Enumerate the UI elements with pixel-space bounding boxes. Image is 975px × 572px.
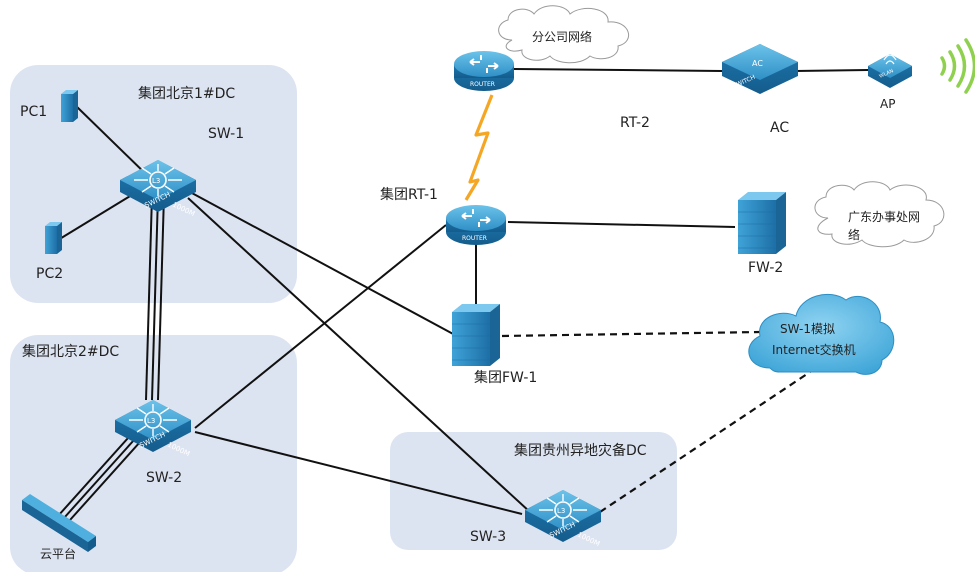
rt1-label: 集团RT-1 [380,186,438,203]
link-fw1-internet [501,330,761,338]
cloud-platform: 云平台 [22,494,96,561]
link-sw1-sw2-b [151,194,159,401]
rt1: ROUTER 集团RT-1 [380,186,507,246]
zone-beijing2-dc [10,335,297,572]
pc1-label: PC1 [20,104,47,120]
cloud-guangdong-label-line1: 广东办事处网 [848,209,920,224]
ap: WLAN AP [868,54,912,111]
pc2: PC2 [36,222,63,282]
fw2-label: FW-2 [748,260,783,276]
link-rt2-ac [513,68,723,72]
sw2-l3-text: L3 [147,417,155,425]
cloud-branch-network: 分公司网络 [498,5,630,64]
sw2-label: SW-2 [146,470,182,486]
pc1: PC1 [20,90,78,122]
serial-link-rt1-rt2 [464,94,494,201]
rt2-label: RT-2 [620,115,650,131]
cloud-guangdong-label-line2: 络 [848,227,860,242]
wifi-signal-icon [940,38,975,94]
ap-wlan-text: WLAN [878,68,894,80]
link-ac-ap [794,69,869,72]
zone-guizhou-label: 集团贵州异地灾备DC [514,442,647,459]
sw1-label: SW-1 [208,126,244,142]
cloud-internet-label-line2: Internet交换机 [772,342,856,357]
link-sw1-sw2-a [145,194,153,401]
sw3-label: SW-3 [470,529,506,545]
cloud-platform-label: 云平台 [40,546,76,561]
ac-label: AC [770,120,789,136]
cloud-platform-icon [22,494,96,542]
link-sw2-rt1 [194,224,447,429]
sw1-l3-text: L3 [152,177,160,185]
dashed-links [501,330,811,513]
link-sw1-sw2-c [157,194,165,401]
rt2-router-text: ROUTER [470,81,495,88]
link-sw3-internet [599,371,811,513]
sw1: SWITCH 1000M L3 SW-1 [119,126,244,218]
fw1: 集团FW-1 [451,303,537,386]
ac-icon-text: AC [752,59,763,68]
zone-beijing2-label: 集团北京2#DC [22,343,119,360]
link-sw2-sw3 [194,431,523,515]
link-sw2-cloud-b [63,439,135,519]
fw1-label: 集团FW-1 [474,369,537,386]
link-pc2-sw1 [57,189,141,241]
fw2-firewall-icon [737,191,787,255]
link-pc1-sw1 [74,104,151,179]
zone-beijing1-label: 集团北京1#DC [138,85,235,102]
link-sw1-sw3 [187,197,531,513]
cloud-internet-switch: SW-1模拟 Internet交换机 [748,293,895,375]
ac: AC SWITCH AC [722,44,798,136]
fw1-firewall-icon [451,303,501,367]
rt2: ROUTER RT-2 [453,50,650,131]
link-rt1-fw2 [507,221,736,228]
cloud-internet-label-line1: SW-1模拟 [780,322,835,336]
fw2: FW-2 [737,191,787,276]
sw3-l3-text: L3 [557,507,565,515]
pc2-icon [45,222,62,254]
link-sw1-fw1 [189,191,456,336]
link-sw2-cloud-a [57,437,129,517]
links [57,68,869,521]
cloud-branch-label: 分公司网络 [532,29,592,44]
ap-label: AP [880,97,895,111]
zone-guizhou-dc [390,432,677,550]
link-sw2-cloud-c [69,441,141,521]
cloud-guangdong-office: 广东办事处网 络 [814,181,945,248]
rt1-router-text: ROUTER [462,235,487,242]
pc2-label: PC2 [36,266,63,282]
pc1-icon [61,90,78,122]
